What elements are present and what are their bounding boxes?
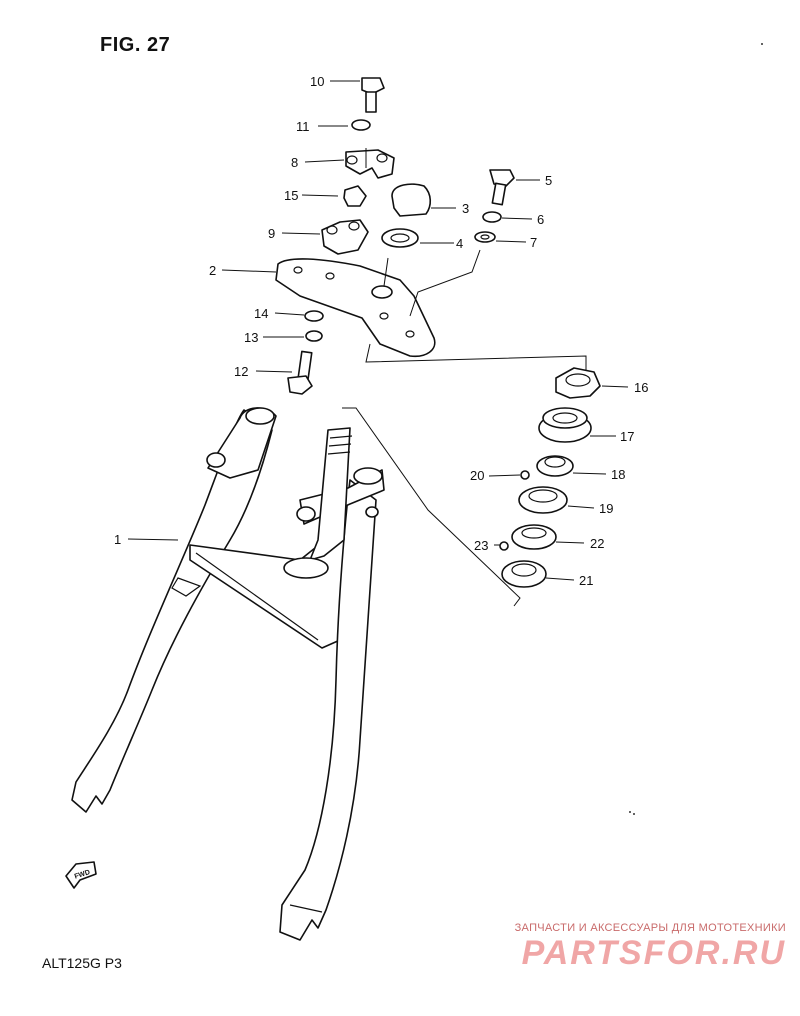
model-code: ALT125G P3 xyxy=(42,955,122,971)
callout-6: 6 xyxy=(537,212,544,227)
callout-5: 5 xyxy=(545,173,552,188)
callout-10: 10 xyxy=(310,74,324,89)
steering-fork-frame xyxy=(71,407,521,941)
callout-4: 4 xyxy=(456,236,463,251)
callout-7: 7 xyxy=(530,235,537,250)
callout-21: 21 xyxy=(579,573,593,588)
callout-3: 3 xyxy=(462,201,469,216)
handlebar-holder-assembly xyxy=(275,77,587,395)
watermark-brand: PARTSFOR.RU xyxy=(521,934,786,972)
callout-23: 23 xyxy=(474,538,488,553)
callout-16: 16 xyxy=(634,380,648,395)
fwd-direction-arrow: FWD xyxy=(65,861,97,889)
callout-8: 8 xyxy=(291,155,298,170)
scan-specks xyxy=(629,43,763,815)
callout-20: 20 xyxy=(470,468,484,483)
watermark-tagline: ЗАПЧАСТИ И АКСЕССУАРЫ ДЛЯ МОТОТЕХНИКИ xyxy=(514,922,786,934)
callout-11: 11 xyxy=(296,119,310,134)
callout-leaders xyxy=(127,80,629,581)
callout-9: 9 xyxy=(268,226,275,241)
callout-22: 22 xyxy=(590,536,604,551)
callout-14: 14 xyxy=(254,306,268,321)
callout-18: 18 xyxy=(611,467,625,482)
callout-19: 19 xyxy=(599,501,613,516)
callout-labels: 1 2 3 4 5 6 7 8 9 10 11 12 13 14 15 16 1… xyxy=(114,74,648,588)
steering-bearing-set xyxy=(499,367,601,588)
callout-13: 13 xyxy=(244,330,258,345)
callout-17: 17 xyxy=(620,429,634,444)
callout-15: 15 xyxy=(284,188,298,203)
figure-title: FIG. 27 xyxy=(100,34,171,56)
watermark: ЗАПЧАСТИ И АКСЕССУАРЫ ДЛЯ МОТОТЕХНИКИ PA… xyxy=(486,922,786,970)
callout-2: 2 xyxy=(209,263,216,278)
callout-1: 1 xyxy=(114,532,121,547)
fwd-arrow-text: FWD xyxy=(74,869,91,881)
callout-12: 12 xyxy=(234,364,248,379)
